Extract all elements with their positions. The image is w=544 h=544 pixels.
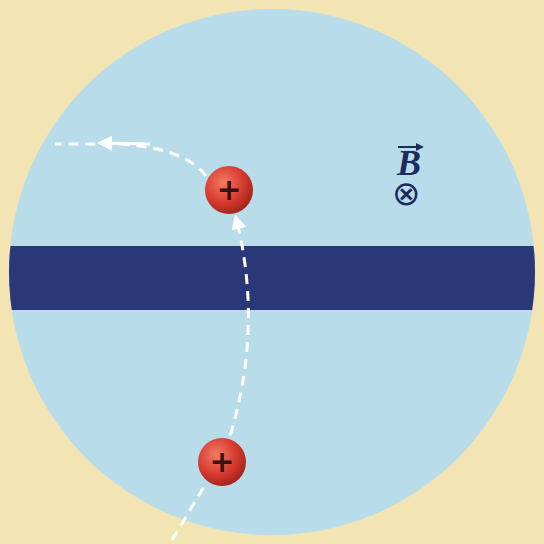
charged-particle: + xyxy=(197,437,247,487)
field-into-page-symbol: ⊗ xyxy=(392,176,421,210)
charge-sign: + xyxy=(204,165,254,215)
particle-trajectory xyxy=(230,217,248,435)
trajectory-tail xyxy=(172,485,205,540)
trajectory-exit xyxy=(55,144,206,176)
charged-particle: + xyxy=(204,165,254,215)
plate-band xyxy=(0,246,544,310)
trajectory-arrow xyxy=(100,143,150,144)
charge-sign: + xyxy=(197,437,247,487)
